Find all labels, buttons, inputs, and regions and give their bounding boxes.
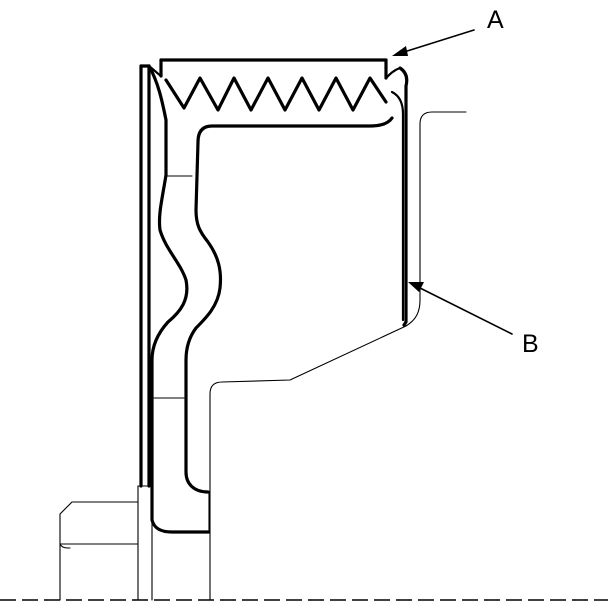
seal-right-lip-inner [390,90,405,322]
garter-spring [164,76,388,112]
housing-wall [139,64,151,488]
seal-body-inner [184,116,394,494]
seal-top-lip [147,58,402,80]
shaft-profile [153,111,467,601]
hub-block [59,485,210,601]
seal-right-lip [398,66,409,327]
label-a: A [487,6,504,34]
label-b: B [522,330,539,358]
leader-arrow-b [408,282,513,335]
leader-arrow-a [392,29,475,56]
